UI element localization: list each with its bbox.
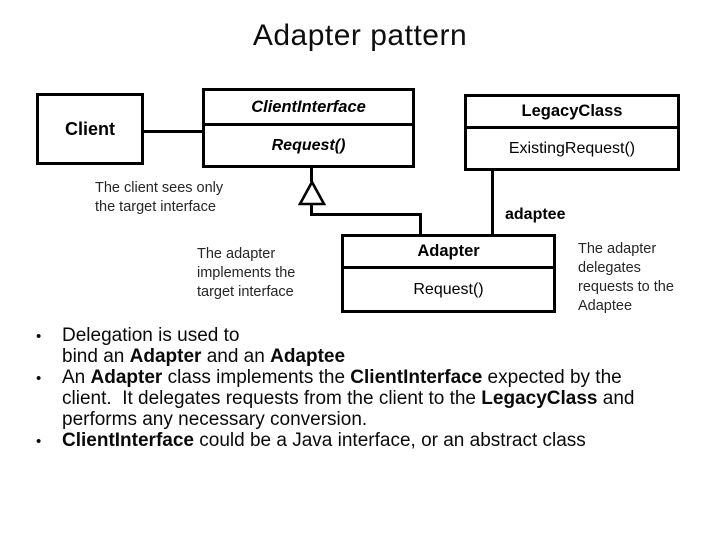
class-box-legacy-class: LegacyClass ExistingRequest() — [464, 94, 680, 171]
bullet-item-3: • ClientInterface could be a Java interfa… — [34, 430, 714, 451]
bullet-line: Delegation is used to — [62, 325, 240, 346]
bullet-line: bind an Adapter and an Adaptee — [62, 346, 346, 367]
method-adapter: Request() — [413, 280, 484, 298]
class-box-client-interface: ClientInterface Request() — [202, 88, 415, 168]
connector-elbow-to-adapter — [419, 213, 422, 234]
connector-elbow-horizontal — [310, 213, 422, 216]
bullet-line: An Adapter class implements the ClientIn… — [62, 367, 622, 388]
bullet-marker: • — [36, 433, 42, 450]
class-box-client: Client — [36, 93, 144, 165]
page-title: Adapter pattern — [252, 19, 468, 52]
class-name-client: Client — [64, 118, 115, 139]
bullet-line: performs any necessary conversion. — [62, 409, 368, 430]
connector-interface-to-triangle — [310, 166, 313, 182]
adaptee-label: adaptee — [505, 206, 566, 223]
class-name-client-interface: ClientInterface — [205, 91, 412, 126]
method-client-interface: Request() — [271, 136, 346, 154]
note-adapter-implements: The adapter implements the target interf… — [197, 246, 296, 300]
connector-adaptee — [491, 171, 494, 234]
note-client-sees-interface: The client sees only the target interfac… — [95, 180, 224, 215]
class-name-adapter: Adapter — [344, 237, 553, 269]
bullet-marker: • — [36, 328, 42, 345]
bullet-marker: • — [36, 370, 42, 387]
class-box-adapter: Adapter Request() — [341, 234, 556, 313]
class-name-legacy-class: LegacyClass — [467, 97, 677, 129]
method-legacy-class: ExistingRequest() — [508, 139, 636, 157]
connector-triangle-down — [310, 203, 313, 216]
note-adapter-delegates: The adapter delegates requests to the Ad… — [578, 241, 674, 314]
bullet-item-2: • An Adapter class implements the ClientI… — [34, 367, 714, 430]
bullet-line: ClientInterface could be a Java interfac… — [62, 430, 586, 451]
connector-client-to-interface — [144, 130, 202, 133]
bullet-line: client. It delegates requests from the c… — [62, 388, 635, 409]
